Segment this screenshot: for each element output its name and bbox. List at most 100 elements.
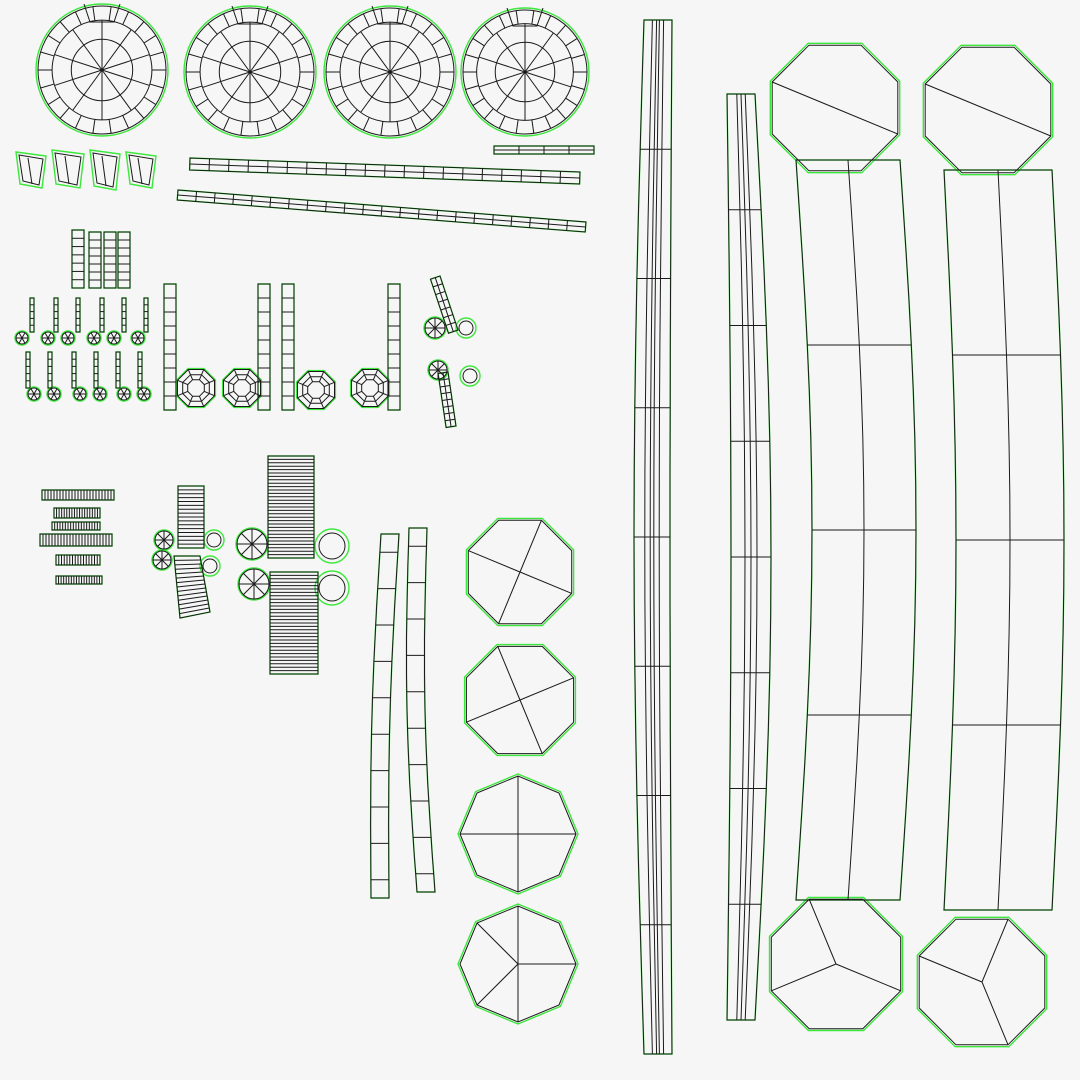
trapezoid-seam: [51, 149, 85, 189]
radial-cap-tick: [531, 119, 535, 134]
trapezoid-split: [101, 155, 107, 187]
pin-disc-spoke: [50, 388, 55, 395]
short-strip: [493, 145, 595, 155]
radial-cap-tick: [465, 54, 479, 59]
octagon-seam: [768, 896, 904, 1032]
octagon-ring-spoke: [297, 392, 308, 399]
edge-layer: [15, 3, 1065, 1055]
octagon-spoke: [519, 571, 572, 594]
radial-cap-tick: [92, 6, 96, 21]
radial-cap-tick: [188, 85, 203, 91]
pin-disc-spoke: [243, 573, 255, 585]
pin-disc-spoke: [241, 533, 253, 545]
ring-inner: [318, 574, 346, 602]
radial-cap-tick: [297, 53, 312, 59]
radial-cap-tick: [410, 117, 418, 131]
pin-disc-spoke: [251, 543, 263, 555]
pin-disc-spoke: [137, 337, 142, 344]
trapezoid-inner: [54, 152, 82, 186]
radial-cap-tick: [498, 15, 506, 29]
radial-cap-tick: [291, 36, 305, 46]
octagon-ring-spoke: [324, 381, 335, 388]
octagon-spoke: [497, 646, 521, 701]
pin-disc-seam: [40, 330, 56, 346]
radial-cap-notch: [231, 5, 269, 25]
pin-disc-spoke: [161, 553, 169, 561]
octagon-ring-spoke: [233, 369, 240, 380]
profile-outline: [943, 169, 1065, 911]
ladder-outline: [53, 297, 59, 333]
pin-disc-spoke: [155, 553, 163, 561]
octagon-ring-spoke: [378, 390, 389, 397]
ring-inner: [206, 532, 222, 548]
ring-seam: [459, 365, 481, 387]
pin-disc-spoke: [96, 393, 101, 400]
pin-disc-spoke: [427, 327, 436, 336]
radial-cap-tick: [108, 119, 112, 134]
ladder-outline: [173, 555, 211, 619]
pin-disc-spoke: [434, 327, 443, 336]
octagon-spoke: [918, 955, 983, 983]
pin-disc-spoke: [99, 388, 104, 395]
ladder-rung: [176, 583, 206, 588]
radial-cap-spoke: [524, 71, 554, 112]
radial-cap-tick: [396, 8, 400, 23]
ladder-rung: [175, 567, 203, 570]
radial-cap-seam: [460, 7, 590, 137]
radial-cap-tick: [270, 13, 278, 27]
ladder-outline: [75, 297, 81, 333]
radial-cap-tick: [47, 96, 61, 106]
profile-outline: [726, 93, 772, 1021]
radial-cap-spoke: [101, 54, 150, 71]
ladder-outline: [71, 351, 77, 389]
pin-disc-spoke: [90, 332, 95, 339]
pin-disc-spoke: [33, 388, 38, 395]
pin-disc-spoke: [437, 363, 445, 371]
ring-seam: [314, 570, 350, 606]
ladder-outline: [29, 297, 35, 333]
long-strip-midline: [177, 194, 586, 228]
radial-cap-tick: [335, 36, 349, 46]
pin-disc-spoke: [47, 337, 52, 344]
pin-disc-spoke: [67, 332, 72, 339]
radial-cap-tick: [256, 8, 260, 23]
pin-disc-spoke: [76, 388, 81, 395]
pin-strip: [429, 275, 459, 334]
radial-cap-seam: [183, 5, 317, 139]
ladder-outline: [25, 351, 31, 389]
curved-strip: [370, 533, 400, 899]
pin-disc-spoke: [120, 388, 125, 395]
radial-cap-tick: [410, 13, 418, 27]
radial-cap-spoke: [72, 69, 103, 111]
octagon-spoke: [924, 83, 989, 111]
octagon-ring-spoke: [297, 381, 308, 388]
radial-cap-seam: [35, 3, 169, 137]
pin-disc-spoke: [99, 393, 104, 400]
radial-cap-tick: [207, 23, 218, 35]
radial-cap-spoke: [101, 69, 150, 86]
pin-disc-spoke: [113, 337, 118, 344]
radial-cap-tick: [544, 115, 552, 129]
radial-cap-spoke: [524, 56, 572, 73]
pin-disc-seam: [86, 330, 102, 346]
radial-cap-spoke: [202, 71, 251, 88]
radial-cap-spoke: [54, 54, 103, 71]
radial-cap-tick: [122, 11, 130, 25]
pin-disc-spoke: [123, 388, 128, 395]
pin-disc-spoke: [30, 388, 35, 395]
radial-cap-spoke: [220, 31, 251, 73]
pin-disc-spoke: [434, 320, 443, 329]
pin-disc-spoke: [253, 583, 265, 595]
pin-disc-spoke: [251, 533, 263, 545]
pin-disc-spoke: [120, 393, 125, 400]
radial-cap-tick: [515, 10, 519, 25]
radial-cap-spoke: [496, 71, 526, 112]
radial-cap-tick: [282, 109, 293, 121]
octagon-ring-spoke: [351, 379, 362, 386]
pin-disc-spoke: [157, 539, 165, 547]
radial-cap-spoke: [524, 71, 572, 88]
radial-cap-tick: [291, 98, 305, 108]
ladder-rung: [174, 563, 202, 566]
pin-disc-spoke: [137, 332, 142, 339]
